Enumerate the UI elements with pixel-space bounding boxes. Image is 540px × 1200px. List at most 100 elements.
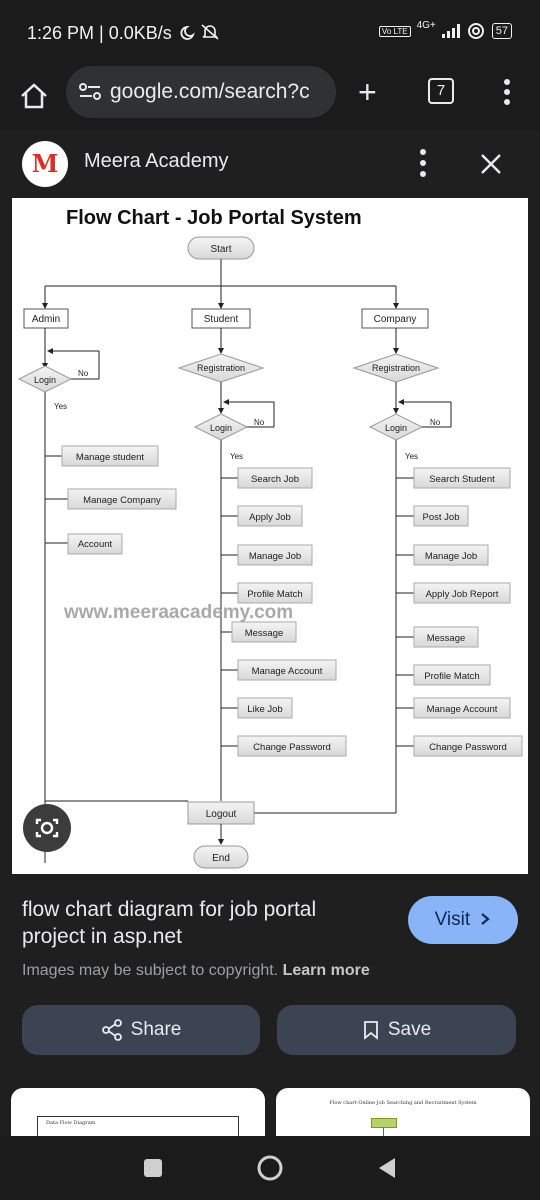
browser-toolbar: google.com/search?c + 7 [0, 66, 540, 130]
student-items: Search Job Apply Job Manage Job Profile … [221, 467, 347, 757]
google-lens-button[interactable] [23, 804, 71, 852]
company-login-label: Login [385, 423, 407, 433]
company-yes-label: Yes [405, 452, 418, 461]
company-item-6 [413, 664, 491, 686]
site-settings-icon[interactable] [78, 82, 102, 102]
status-indicators: Vo LTE 4G+ 57 [378, 19, 512, 40]
admin-item-1-label: Manage student [76, 452, 144, 463]
network-type: 4G+ [416, 19, 436, 31]
company-item-7-label: Manage Account [427, 704, 498, 715]
source-menu-icon[interactable] [418, 148, 428, 178]
muted-notification-icon [201, 24, 219, 40]
source-logo: M [22, 141, 68, 187]
save-label: Save [387, 1019, 432, 1040]
student-item-6 [237, 659, 337, 681]
admin-no-label: No [78, 369, 89, 378]
company-item-8 [413, 735, 523, 757]
company-item-6-label: Profile Match [424, 671, 479, 682]
company-item-4 [413, 582, 511, 604]
back-icon[interactable] [377, 1157, 397, 1179]
logout-label: Logout [206, 809, 237, 820]
company-item-3 [413, 544, 489, 566]
new-tab-button[interactable]: + [358, 74, 377, 110]
company-item-2 [413, 505, 469, 527]
related-image-card[interactable]: Flow chart-Online Job Searching and Recr… [276, 1088, 530, 1136]
recents-icon[interactable] [143, 1158, 163, 1178]
student-item-4-label: Profile Match [247, 589, 302, 600]
admin-login-label: Login [34, 375, 56, 385]
related-card-2-title: Flow chart-Online Job Searching and Recr… [329, 1100, 477, 1106]
end-node [193, 845, 249, 869]
related-card-1-title: Data Flow Diagram [46, 1120, 96, 1126]
home-nav-icon[interactable] [256, 1154, 284, 1182]
company-item-1-label: Search Student [429, 474, 495, 485]
student-item-1-label: Search Job [251, 474, 299, 485]
learn-more-link[interactable]: Learn more [282, 962, 370, 979]
visit-button[interactable]: Visit [408, 896, 518, 944]
end-label: End [212, 853, 230, 864]
tab-switcher-button[interactable]: 7 [428, 78, 454, 104]
flowchart-diagram: Flow Chart - Job Portal System Start Adm… [17, 207, 523, 869]
do-not-disturb-icon [180, 25, 195, 40]
company-item-5 [413, 626, 479, 648]
source-name[interactable]: Meera Academy [84, 150, 229, 172]
url-text[interactable]: google.com/search?c [110, 80, 310, 103]
signal-icon [441, 24, 460, 38]
admin-item-2-label: Manage Company [83, 495, 161, 506]
flowchart-title: Flow Chart - Job Portal System [66, 207, 362, 229]
company-item-3-label: Manage Job [425, 551, 477, 562]
student-label: Student [204, 314, 239, 325]
status-bar: 1:26 PM | 0.0KB/s Vo LTE 4G+ 57 [0, 0, 540, 66]
related-images: Data Flow Diagram Flow chart-Online Job … [0, 1076, 540, 1136]
student-item-7-label: Like Job [247, 704, 282, 715]
student-registration-decision [177, 353, 265, 383]
student-item-8 [237, 735, 347, 757]
admin-item-2 [67, 488, 177, 510]
result-info-panel: flow chart diagram for job portal projec… [0, 874, 540, 1076]
student-item-1 [237, 467, 313, 489]
company-item-1 [413, 467, 511, 489]
visit-label: Visit [434, 909, 471, 930]
student-item-8-label: Change Password [253, 742, 331, 753]
save-button[interactable]: Save [277, 1005, 516, 1055]
company-registration-decision [352, 353, 440, 383]
status-time: 1:26 PM | 0.0KB/s [27, 23, 220, 44]
company-item-2-label: Post Job [423, 512, 460, 523]
image-preview[interactable]: Flow Chart - Job Portal System Start Adm… [12, 198, 528, 874]
student-login-label: Login [210, 423, 232, 433]
copyright-text: Images may be subject to copyright. [22, 962, 279, 979]
student-item-7 [237, 697, 293, 719]
home-icon[interactable] [18, 80, 50, 112]
result-title[interactable]: flow chart diagram for job portal projec… [22, 898, 317, 948]
student-registration-label: Registration [197, 363, 245, 373]
student-item-2-label: Apply Job [249, 512, 291, 523]
admin-yes-label: Yes [54, 402, 67, 411]
share-button[interactable]: Share [22, 1005, 260, 1055]
student-item-3 [237, 544, 313, 566]
address-bar[interactable]: google.com/search?c [66, 66, 336, 118]
student-item-4 [237, 582, 313, 604]
share-icon [101, 1019, 122, 1041]
company-item-7 [413, 697, 511, 719]
lens-icon [35, 818, 59, 838]
company-item-5-label: Message [427, 633, 466, 644]
student-item-3-label: Manage Job [249, 551, 301, 562]
student-item-5-label: Message [245, 628, 284, 639]
source-header: M Meera Academy [0, 130, 540, 198]
volte-badge: Vo LTE [378, 25, 411, 37]
watermark-text: www.meeraacademy.com [63, 602, 293, 623]
hotspot-icon [467, 23, 484, 39]
close-icon[interactable] [479, 152, 503, 176]
more-options-icon[interactable] [503, 78, 511, 106]
company-items: Search Student Post Job Manage Job Apply… [396, 467, 523, 757]
student-item-5 [231, 621, 297, 643]
bookmark-icon [363, 1021, 378, 1040]
admin-item-1 [61, 445, 159, 467]
start-label: Start [210, 244, 231, 255]
share-label: Share [130, 1019, 182, 1040]
company-item-8-label: Change Password [429, 742, 507, 753]
system-nav-bar [0, 1136, 540, 1200]
company-item-4-label: Apply Job Report [426, 589, 499, 600]
related-image-card[interactable]: Data Flow Diagram [11, 1088, 265, 1136]
student-item-2 [237, 505, 303, 527]
